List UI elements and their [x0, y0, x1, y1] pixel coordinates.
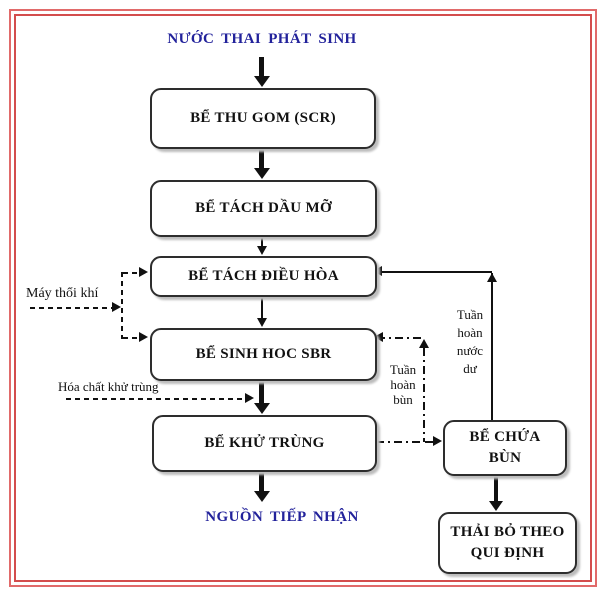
arrowhead-up-icon	[487, 273, 497, 282]
node-label: BỂ SINH HOC SBR	[195, 346, 332, 362]
red-frame-inner	[14, 14, 592, 582]
arrowhead-down-icon	[254, 403, 270, 414]
line-nuoc-du-vertical	[491, 273, 493, 420]
node-label-line: BỂ CHỨA	[469, 429, 541, 445]
arrowhead-right-icon	[433, 436, 442, 446]
label-tuan-hoan-nuoc-du: Tuần hoàn nước dư	[448, 306, 492, 378]
dashed-line-hoa-chat	[66, 398, 246, 400]
arrowhead-down-icon	[257, 246, 267, 255]
arrowhead-right-icon	[245, 393, 254, 403]
label-line: bùn	[393, 392, 413, 407]
node-label: BỂ TÁCH DẦU MỠ	[195, 200, 332, 216]
arrowhead-down-icon	[489, 501, 503, 511]
node-label-line: BÙN	[488, 450, 522, 466]
node-be-chua-bun: BỂ CHỨA BÙN	[443, 420, 567, 476]
dashed-line-to-sbr	[123, 337, 140, 339]
label-line: nước	[456, 343, 484, 358]
arrowhead-right-icon	[112, 302, 121, 312]
node-thai-bo-theo-qui-dinh: THẢI BỎ THEO QUI ĐỊNH	[438, 512, 577, 574]
arrowhead-left-icon	[373, 266, 382, 276]
label-may-thoi-khi: Máy thổi khí	[26, 286, 99, 301]
dashdot-line-to-chua-bun	[425, 441, 435, 443]
line-nuoc-du-horizontal	[376, 271, 492, 273]
node-be-tach-dieu-hoa: BỂ TÁCH ĐIỀU HÒA	[150, 256, 377, 297]
node-label: BỂ KHỬ TRÙNG	[204, 435, 325, 451]
dashed-line-may-thoi-khi	[30, 307, 113, 309]
arrowhead-down-icon	[257, 318, 267, 327]
arrowhead-up-icon	[419, 339, 429, 348]
dashdot-line-from-khu-trung	[376, 441, 423, 443]
node-be-tach-dau-mo: BỂ TÁCH DẦU MỠ	[150, 180, 377, 237]
arrow-tach-dau-mo-to-dieu-hoa	[261, 235, 263, 248]
arrowhead-left-icon	[374, 332, 383, 342]
arrowhead-down-icon	[254, 76, 270, 87]
label-hoa-chat-khu-trung: Hóa chất khử trùng	[58, 379, 159, 394]
arrowhead-right-icon	[139, 267, 148, 277]
arrow-khu-trung-to-sink	[259, 470, 264, 493]
arrowhead-down-icon	[254, 168, 270, 179]
label-tuan-hoan-bun: Tuần hoàn bùn	[383, 362, 423, 407]
arrow-source-to-thu-gom	[259, 57, 264, 78]
node-label-line: QUI ĐỊNH	[470, 545, 545, 561]
node-be-thu-gom: BỂ THU GOM (SCR)	[150, 88, 376, 149]
arrow-sbr-to-khu-trung	[259, 379, 264, 405]
arrow-thu-gom-to-tach-dau-mo	[259, 147, 264, 169]
label-line: Tuần	[456, 307, 484, 322]
arrowhead-down-icon	[254, 491, 270, 502]
label-line: hoàn	[390, 377, 416, 392]
arrow-dieu-hoa-to-sbr	[261, 295, 263, 319]
dashed-line-branch-vertical	[121, 272, 123, 339]
red-frame-outer	[9, 9, 597, 587]
label-line: hoàn	[457, 325, 483, 340]
label-line: Tuần	[389, 362, 417, 377]
dashed-line-to-dieu-hoa	[123, 272, 140, 274]
arrow-chua-bun-to-thai-bo	[494, 474, 498, 503]
node-label: BỂ THU GOM (SCR)	[190, 110, 336, 126]
dashdot-line-to-sbr	[377, 337, 423, 339]
sink-label: NGUỒN TIẾP NHẬN	[205, 509, 359, 525]
node-label: BỂ TÁCH ĐIỀU HÒA	[188, 268, 339, 284]
node-label-line: THẢI BỎ THEO	[450, 524, 565, 540]
node-be-khu-trung: BỂ KHỬ TRÙNG	[152, 415, 377, 472]
node-be-sinh-hoc-sbr: BỂ SINH HOC SBR	[150, 328, 377, 381]
arrowhead-right-icon	[139, 332, 148, 342]
dashdot-line-bun-vertical	[423, 348, 425, 442]
label-line: dư	[463, 361, 477, 376]
source-label: NƯỚC THAI PHÁT SINH	[167, 31, 357, 47]
